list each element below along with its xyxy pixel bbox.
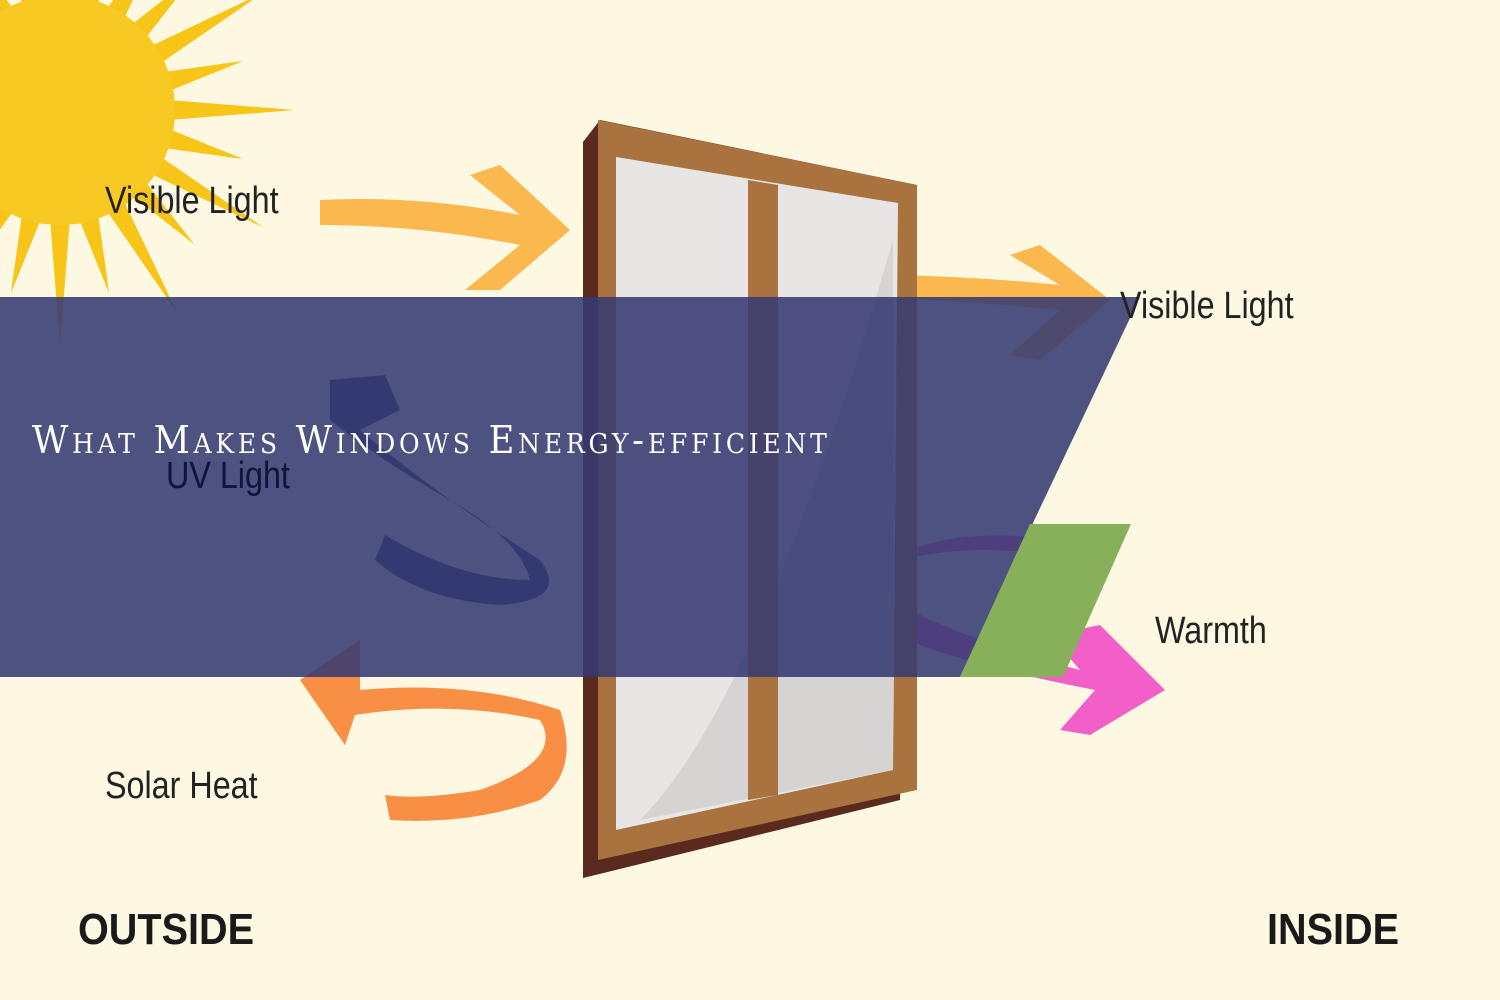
sun-ray [106, 199, 178, 314]
label-visible-light-inside: Visible Light [1120, 285, 1294, 327]
page-title: What Makes Windows Energy-efficient [32, 418, 831, 462]
label-solar-heat: Solar Heat [105, 765, 258, 807]
title-banner [0, 297, 1140, 677]
label-visible-light-outside: Visible Light [105, 180, 279, 222]
sun-ray [169, 100, 295, 120]
sun-ray [10, 213, 42, 294]
label-outside: OUTSIDE [78, 905, 255, 954]
sun-ray [163, 128, 244, 160]
sun-ray [50, 219, 70, 345]
label-inside: INSIDE [1267, 905, 1400, 954]
sun-ray [163, 60, 244, 92]
sun-ray [0, 201, 14, 230]
label-uv-light: UV Light [166, 455, 290, 497]
sun-ray [106, 0, 133, 21]
label-warmth: Warmth [1155, 610, 1267, 652]
sun-ray [78, 213, 110, 294]
sun-ray [149, 156, 264, 228]
visible-light-arrow-in [320, 165, 570, 290]
accent-stripe [960, 524, 1131, 677]
warmth-arrow [880, 535, 1165, 735]
sun-icon [0, 0, 295, 345]
sun-ray [130, 180, 195, 245]
sun-ray [149, 0, 253, 64]
